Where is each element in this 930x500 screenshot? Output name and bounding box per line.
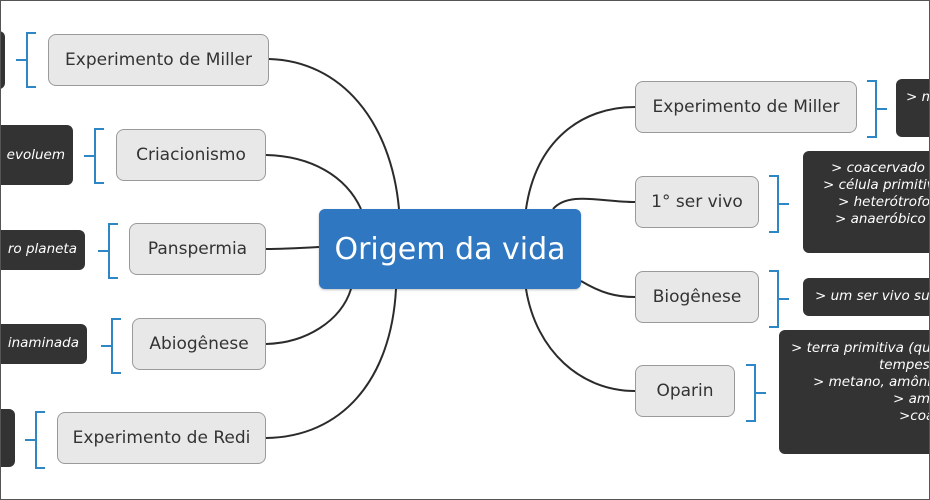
bracket-left-redi [25, 411, 45, 469]
note-right-miller-line: > m [906, 89, 929, 105]
note-left-criacionismo-line: evoluem [6, 147, 65, 163]
link-left-miller [268, 58, 400, 210]
note-right-oparin-line-2: tempes [879, 357, 930, 373]
bracket-left-abiogenese [101, 318, 121, 374]
note-right-miller: > m [896, 79, 929, 137]
topic-left-panspermia-label: Panspermia [147, 239, 248, 259]
note-left-panspermia: ro planeta [1, 230, 85, 270]
bracket-right-miller [867, 80, 887, 138]
link-right-biogenese [580, 280, 636, 298]
note-left-criacionismo: evoluem [1, 125, 73, 185]
note-right-oparin: > terra primitiva (que tempes > metano, … [779, 330, 930, 454]
note-right-biogenese: > um ser vivo surg [803, 278, 930, 316]
topic-right-biogenese[interactable]: Biogênese [635, 271, 759, 323]
note-right-oparin-line-5: >coa [899, 408, 929, 424]
note-left-redi [1, 409, 15, 467]
note-right-biogenese-line: > um ser vivo surg [815, 288, 930, 304]
note-right-ser-vivo-line-2: > célula primitiv [823, 177, 930, 193]
central-topic[interactable]: Origem da vida [319, 209, 581, 289]
note-right-ser-vivo-line-4: > anaeróbico [835, 211, 926, 227]
central-topic-label: Origem da vida [334, 231, 566, 267]
note-right-ser-vivo-line-1: > coacervado + Ri [831, 160, 929, 176]
bracket-right-biogenese [769, 270, 789, 328]
link-left-redi [265, 288, 397, 439]
topic-left-redi-label: Experimento de Redi [72, 428, 251, 448]
topic-left-criacionismo[interactable]: Criacionismo [116, 129, 266, 181]
topic-right-oparin-label: Oparin [656, 381, 714, 401]
link-left-abiogenese [265, 288, 352, 345]
note-right-oparin-line-3: > metano, amônic [813, 374, 930, 390]
note-right-ser-vivo: > coacervado + Ri > célula primitiv > he… [803, 151, 930, 253]
note-left-panspermia-line: ro planeta [7, 241, 77, 257]
link-right-oparin [525, 288, 636, 392]
bracket-left-criacionismo [84, 128, 104, 184]
topic-left-redi[interactable]: Experimento de Redi [57, 412, 266, 464]
note-right-oparin-line-4: > am [893, 391, 930, 407]
note-right-oparin-line-1: > terra primitiva (que [791, 340, 930, 356]
topic-left-panspermia[interactable]: Panspermia [129, 223, 266, 275]
topic-right-ser-vivo[interactable]: 1° ser vivo [635, 176, 759, 228]
note-left-miller [1, 31, 5, 89]
topic-left-miller[interactable]: Experimento de Miller [48, 34, 269, 86]
topic-left-criacionismo-label: Criacionismo [136, 145, 246, 165]
bracket-right-oparin [746, 364, 766, 422]
topic-left-abiogenese-label: Abiogênese [149, 334, 249, 354]
note-left-abiogenese-line: inaminada [7, 335, 79, 351]
topic-right-miller[interactable]: Experimento de Miller [635, 81, 857, 133]
topic-right-miller-label: Experimento de Miller [652, 97, 840, 117]
note-right-ser-vivo-line-3: > heterótrofo [838, 194, 930, 210]
note-left-abiogenese: inaminada [1, 324, 87, 364]
link-left-panspermia [265, 246, 320, 250]
topic-right-oparin[interactable]: Oparin [635, 365, 735, 417]
topic-left-abiogenese[interactable]: Abiogênese [132, 318, 266, 370]
topic-right-ser-vivo-label: 1° ser vivo [651, 192, 743, 212]
link-right-miller [525, 106, 636, 210]
topic-right-biogenese-label: Biogênese [652, 287, 742, 307]
bracket-right-ser-vivo [769, 175, 789, 233]
bracket-left-panspermia [98, 223, 118, 279]
link-left-criacionismo [265, 154, 362, 210]
link-right-ser-vivo [552, 197, 636, 210]
bracket-left-miller [16, 32, 36, 88]
topic-left-miller-label: Experimento de Miller [65, 50, 252, 70]
